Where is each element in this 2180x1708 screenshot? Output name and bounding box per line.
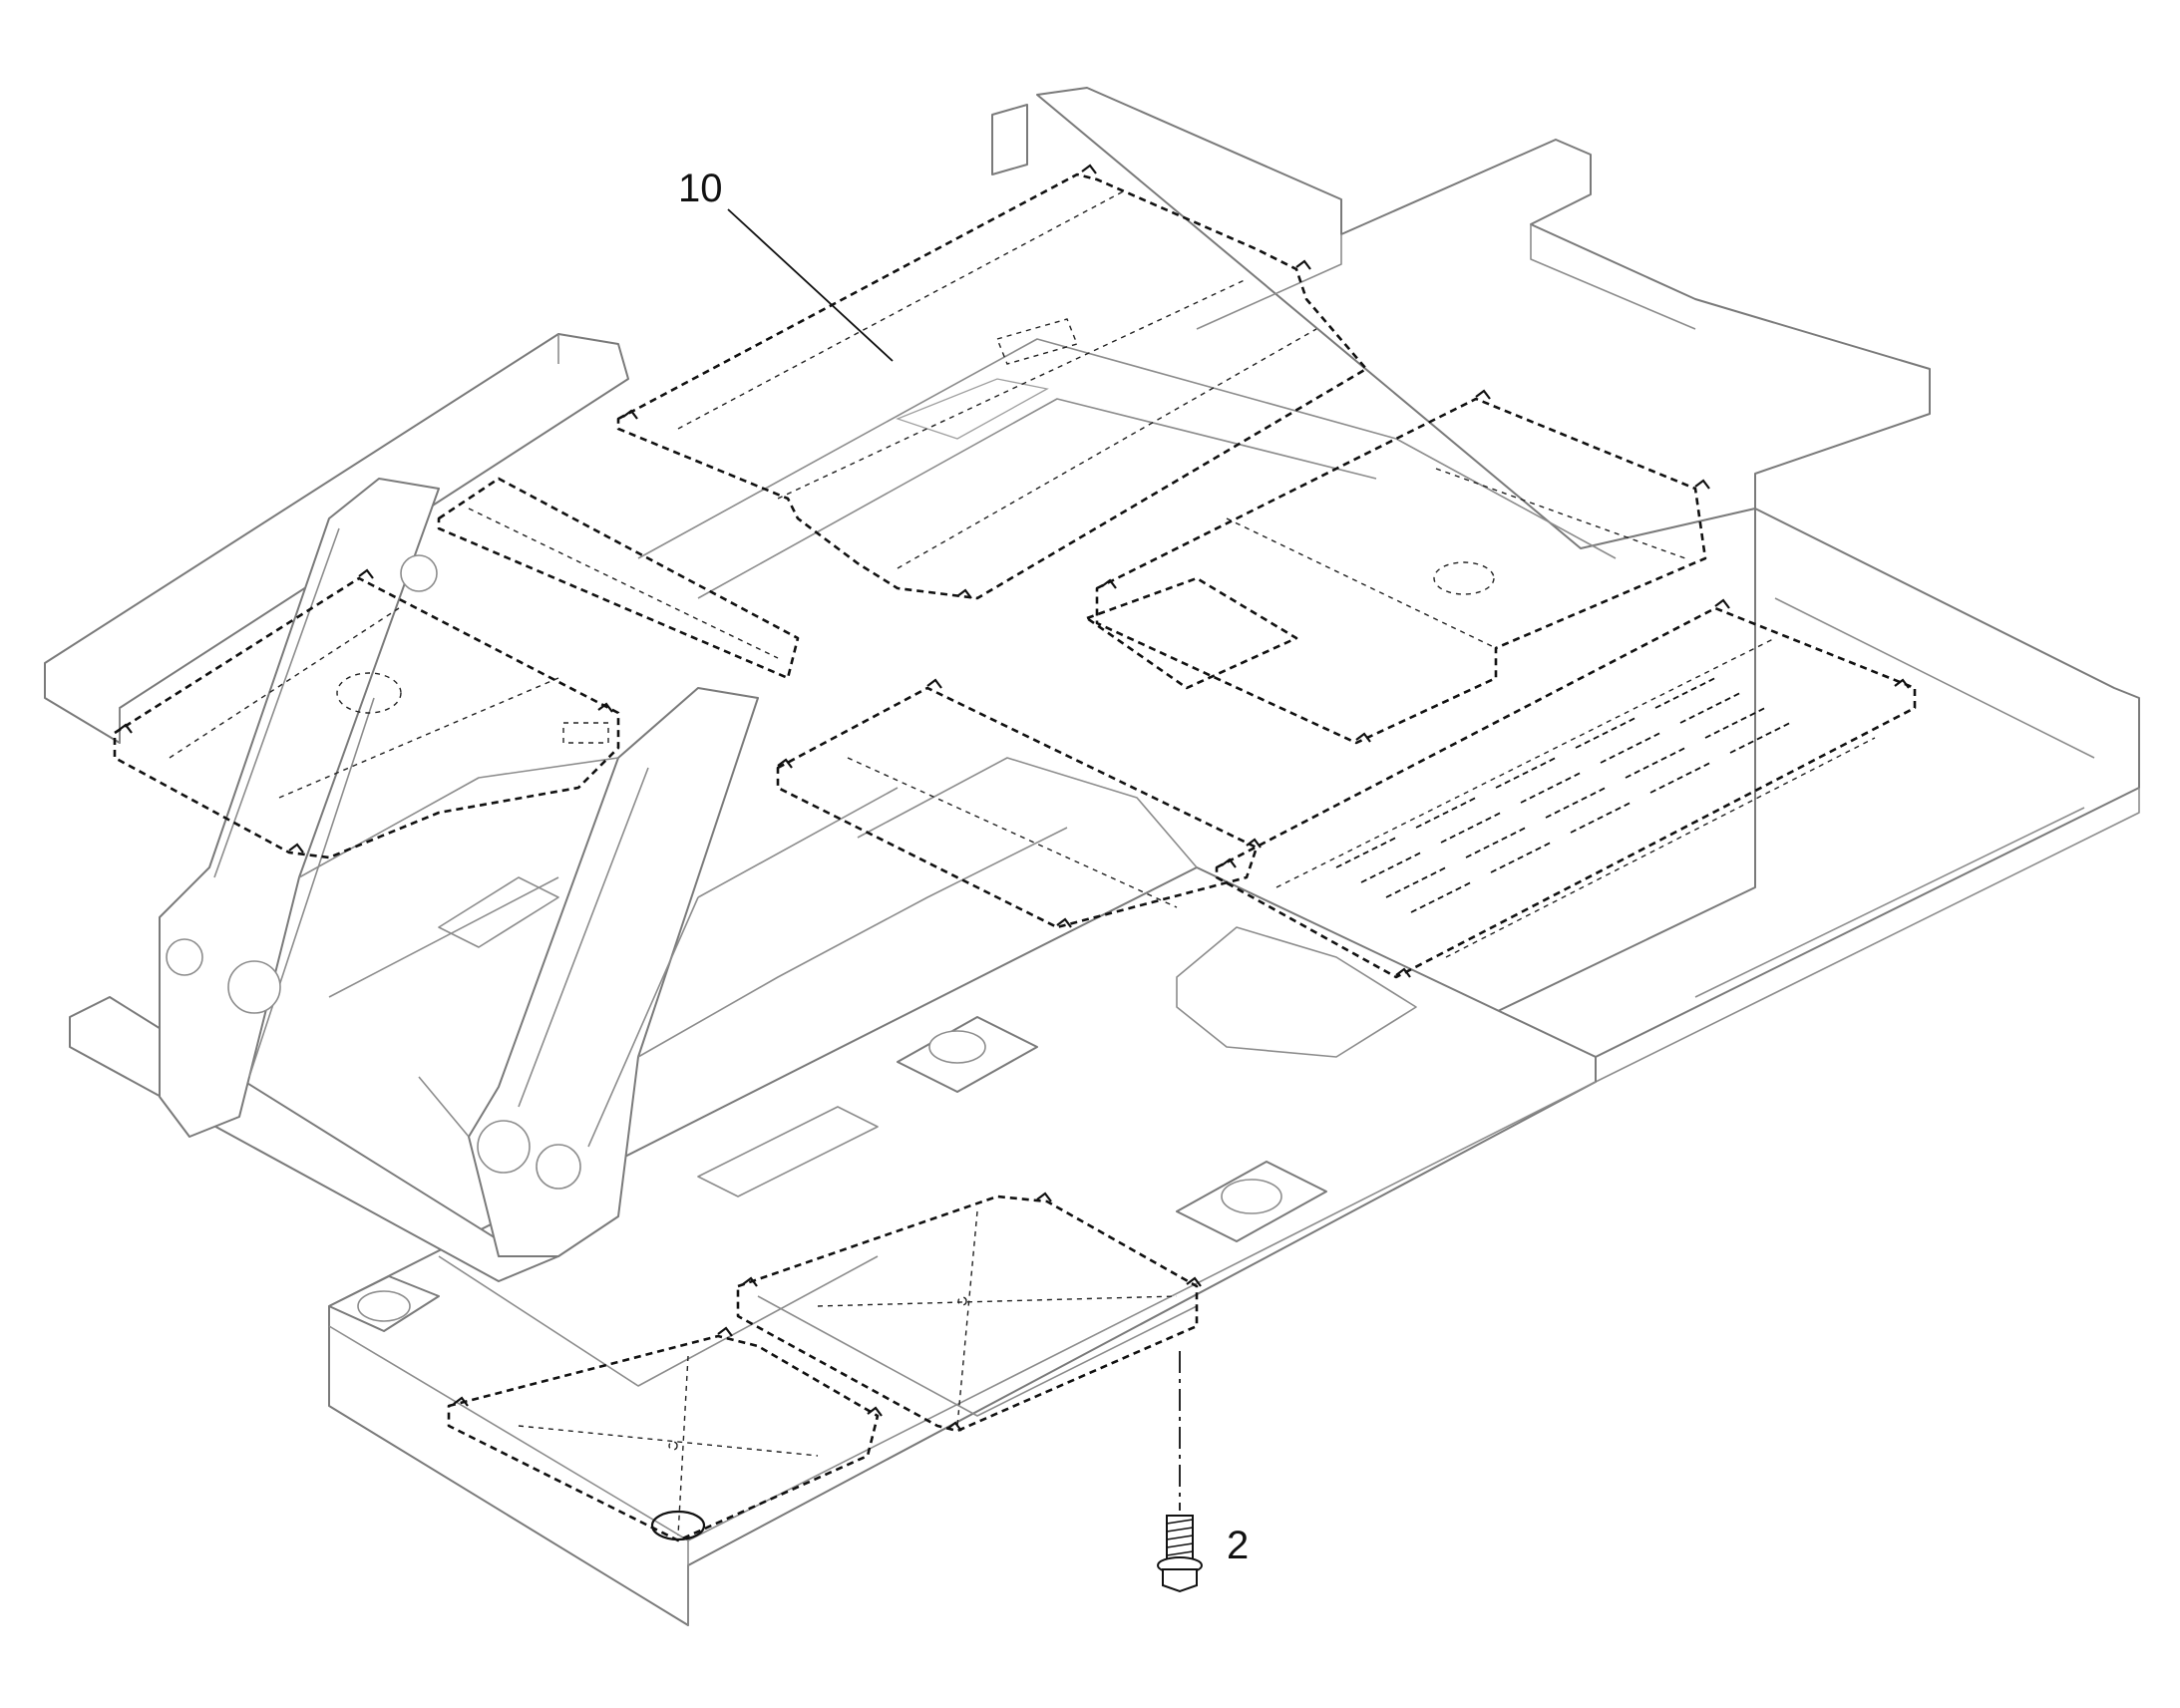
cover-panel-grille bbox=[1215, 606, 1917, 979]
leader-line-10 bbox=[727, 208, 894, 362]
callout-label-2: 2 bbox=[1227, 1524, 1249, 1567]
cover-panel-middle-left bbox=[437, 477, 800, 680]
vent-slots bbox=[1335, 677, 1791, 913]
cover-panel-bottom-center bbox=[736, 1195, 1199, 1433]
cover-panel-upper-right bbox=[1095, 397, 1707, 745]
cover-clips bbox=[117, 164, 1910, 1432]
flange-bolt-icon bbox=[1157, 1515, 1203, 1593]
callout-label-10: 10 bbox=[678, 167, 723, 210]
callout-10: 10 bbox=[678, 167, 894, 362]
cover-panel-left bbox=[113, 576, 620, 859]
frame-structure bbox=[44, 87, 2140, 1626]
cover-panel-center bbox=[776, 686, 1259, 929]
callout-2: 2 bbox=[1157, 1351, 1249, 1593]
cover-panels bbox=[113, 172, 1917, 1542]
cover-panel-10 bbox=[616, 172, 1368, 600]
